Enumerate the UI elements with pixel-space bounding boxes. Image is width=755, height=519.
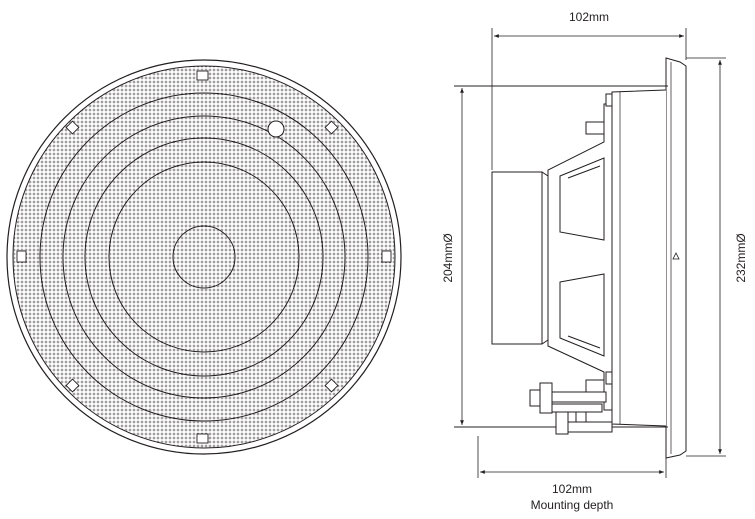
- dim-outer-label: 232mmØ: [734, 233, 748, 282]
- clip-notches: [16, 70, 392, 444]
- grille-ring: [39, 92, 369, 422]
- cone-ring: [108, 161, 300, 353]
- dim-bottom-label: 102mm: [552, 482, 592, 496]
- surround-outer: [62, 115, 346, 399]
- surround-inner: [84, 137, 324, 377]
- magnet: [491, 171, 543, 345]
- dim-bottom-caption: Mounting depth: [531, 498, 614, 512]
- dimension-lines: [460, 28, 726, 478]
- orientation-mark: [672, 252, 680, 260]
- mounting-screw: [267, 120, 285, 138]
- bezel: [665, 57, 687, 459]
- outer-rim: [6, 59, 402, 455]
- dim-top-label: 102mm: [569, 10, 609, 24]
- grille-mesh: [12, 65, 396, 449]
- dim-cutout-label: 204mmØ: [441, 233, 455, 282]
- clip-mechanism: [529, 382, 613, 435]
- dust-cap: [172, 225, 236, 289]
- side-view: [454, 57, 687, 459]
- front-view: [6, 59, 402, 455]
